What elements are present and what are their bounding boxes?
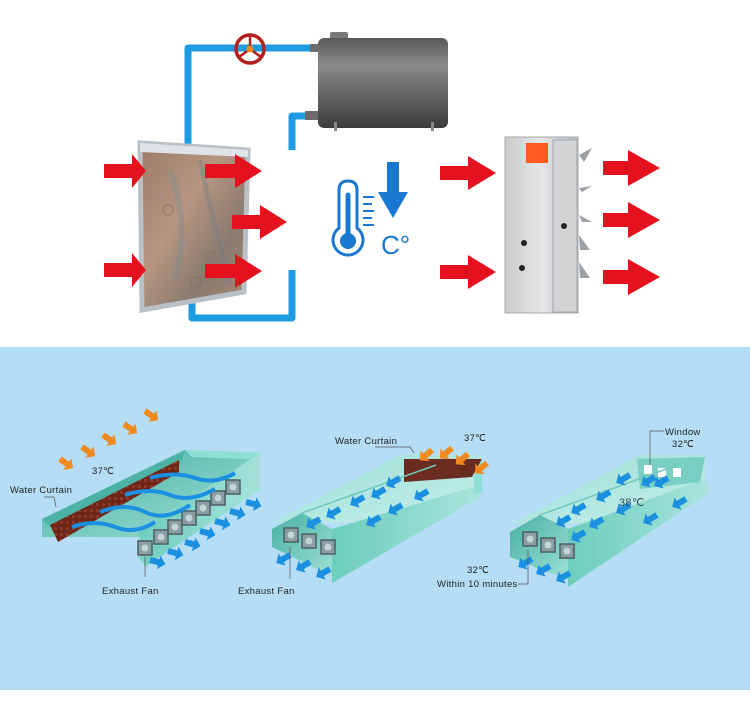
scene-window-end: Window 32℃ 38℃ 32℃ Within 10 minutes <box>437 427 710 590</box>
cooling-system-diagram: C° <box>104 32 660 322</box>
water-curtain-pad <box>50 460 179 542</box>
airflow-arrows-in <box>104 154 287 288</box>
result-temp-label: 32℃ <box>467 565 489 576</box>
exhaust-fan-label: Exhaust Fan <box>102 586 159 597</box>
exhaust-fan-icon <box>504 136 592 314</box>
down-arrow-icon <box>378 162 408 218</box>
pipe-connector <box>305 111 319 120</box>
thermometer-icon <box>331 179 374 257</box>
scene-water-curtain-end: Water Curtain 37℃ Exhaust Fan <box>238 433 492 597</box>
windows <box>644 465 681 477</box>
leader-line <box>375 446 415 454</box>
airflow-arrows-fan <box>440 150 660 295</box>
celsius-symbol: C° <box>381 230 410 260</box>
temp-outside-label: 37℃ <box>92 466 114 477</box>
pipe-connector <box>310 44 322 52</box>
leader-line <box>44 496 57 508</box>
leader-line <box>649 430 664 465</box>
scene-water-curtain-side: 37℃ Water Curtain Exhaust Fan <box>10 405 264 597</box>
exhaust-fan-label: Exhaust Fan <box>238 586 295 597</box>
water-curtain-label: Water Curtain <box>10 485 72 496</box>
greenhouse-scenes-panel: 37℃ Water Curtain Exhaust Fan <box>0 347 750 690</box>
window-label: Window <box>665 427 701 438</box>
window-temp-label: 32℃ <box>672 439 694 450</box>
hot-air-arrows <box>55 405 163 474</box>
temp-outside-label: 37℃ <box>464 433 486 444</box>
water-tank-icon <box>318 32 448 131</box>
cool-air-flow <box>71 471 237 533</box>
water-curtain-label: Water Curtain <box>335 436 397 447</box>
leader-line <box>518 550 529 585</box>
inside-temp-label: 38℃ <box>619 497 645 509</box>
greenhouse-scenes: 37℃ Water Curtain Exhaust Fan <box>10 405 710 597</box>
time-label: Within 10 minutes <box>437 579 518 590</box>
valve-icon <box>234 33 266 65</box>
